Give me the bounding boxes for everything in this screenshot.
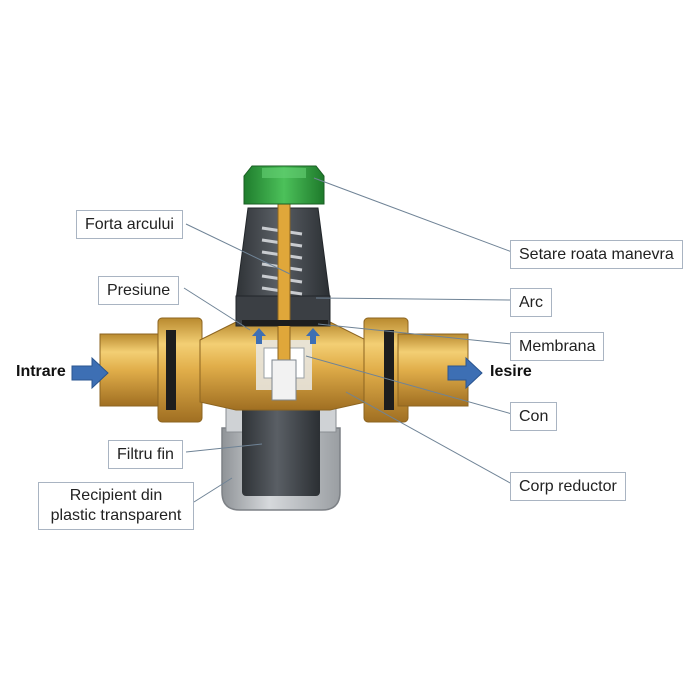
- label-presiune: Presiune: [98, 276, 180, 305]
- label-arc: Arc: [510, 288, 552, 317]
- label-intrare: Intrare: [16, 363, 66, 380]
- label-recipient-line2: plastic transparent: [50, 507, 182, 524]
- inlet-arrow-icon: [71, 356, 109, 390]
- label-recipient: Recipient din plastic transparent: [38, 482, 194, 530]
- leader-lines: [183, 177, 513, 503]
- label-setare-roata: Setare roata manevra: [510, 240, 683, 269]
- reducer-body: [99, 317, 469, 423]
- label-con: Con: [510, 402, 558, 431]
- label-filtru-fin: Filtru fin: [108, 440, 183, 469]
- membrane: [242, 320, 328, 326]
- label-corp-reductor: Corp reductor: [510, 472, 626, 501]
- outlet-arrow-icon: [447, 356, 483, 390]
- label-iesire: Iesire: [490, 363, 532, 380]
- label-membrana: Membrana: [510, 332, 605, 361]
- label-forta-arcului: Forta arcului: [76, 210, 183, 239]
- bonnet: [235, 193, 331, 401]
- label-recipient-line1: Recipient din: [69, 487, 163, 504]
- adjustment-handwheel: [243, 165, 325, 205]
- pressure-arrows: [252, 328, 320, 344]
